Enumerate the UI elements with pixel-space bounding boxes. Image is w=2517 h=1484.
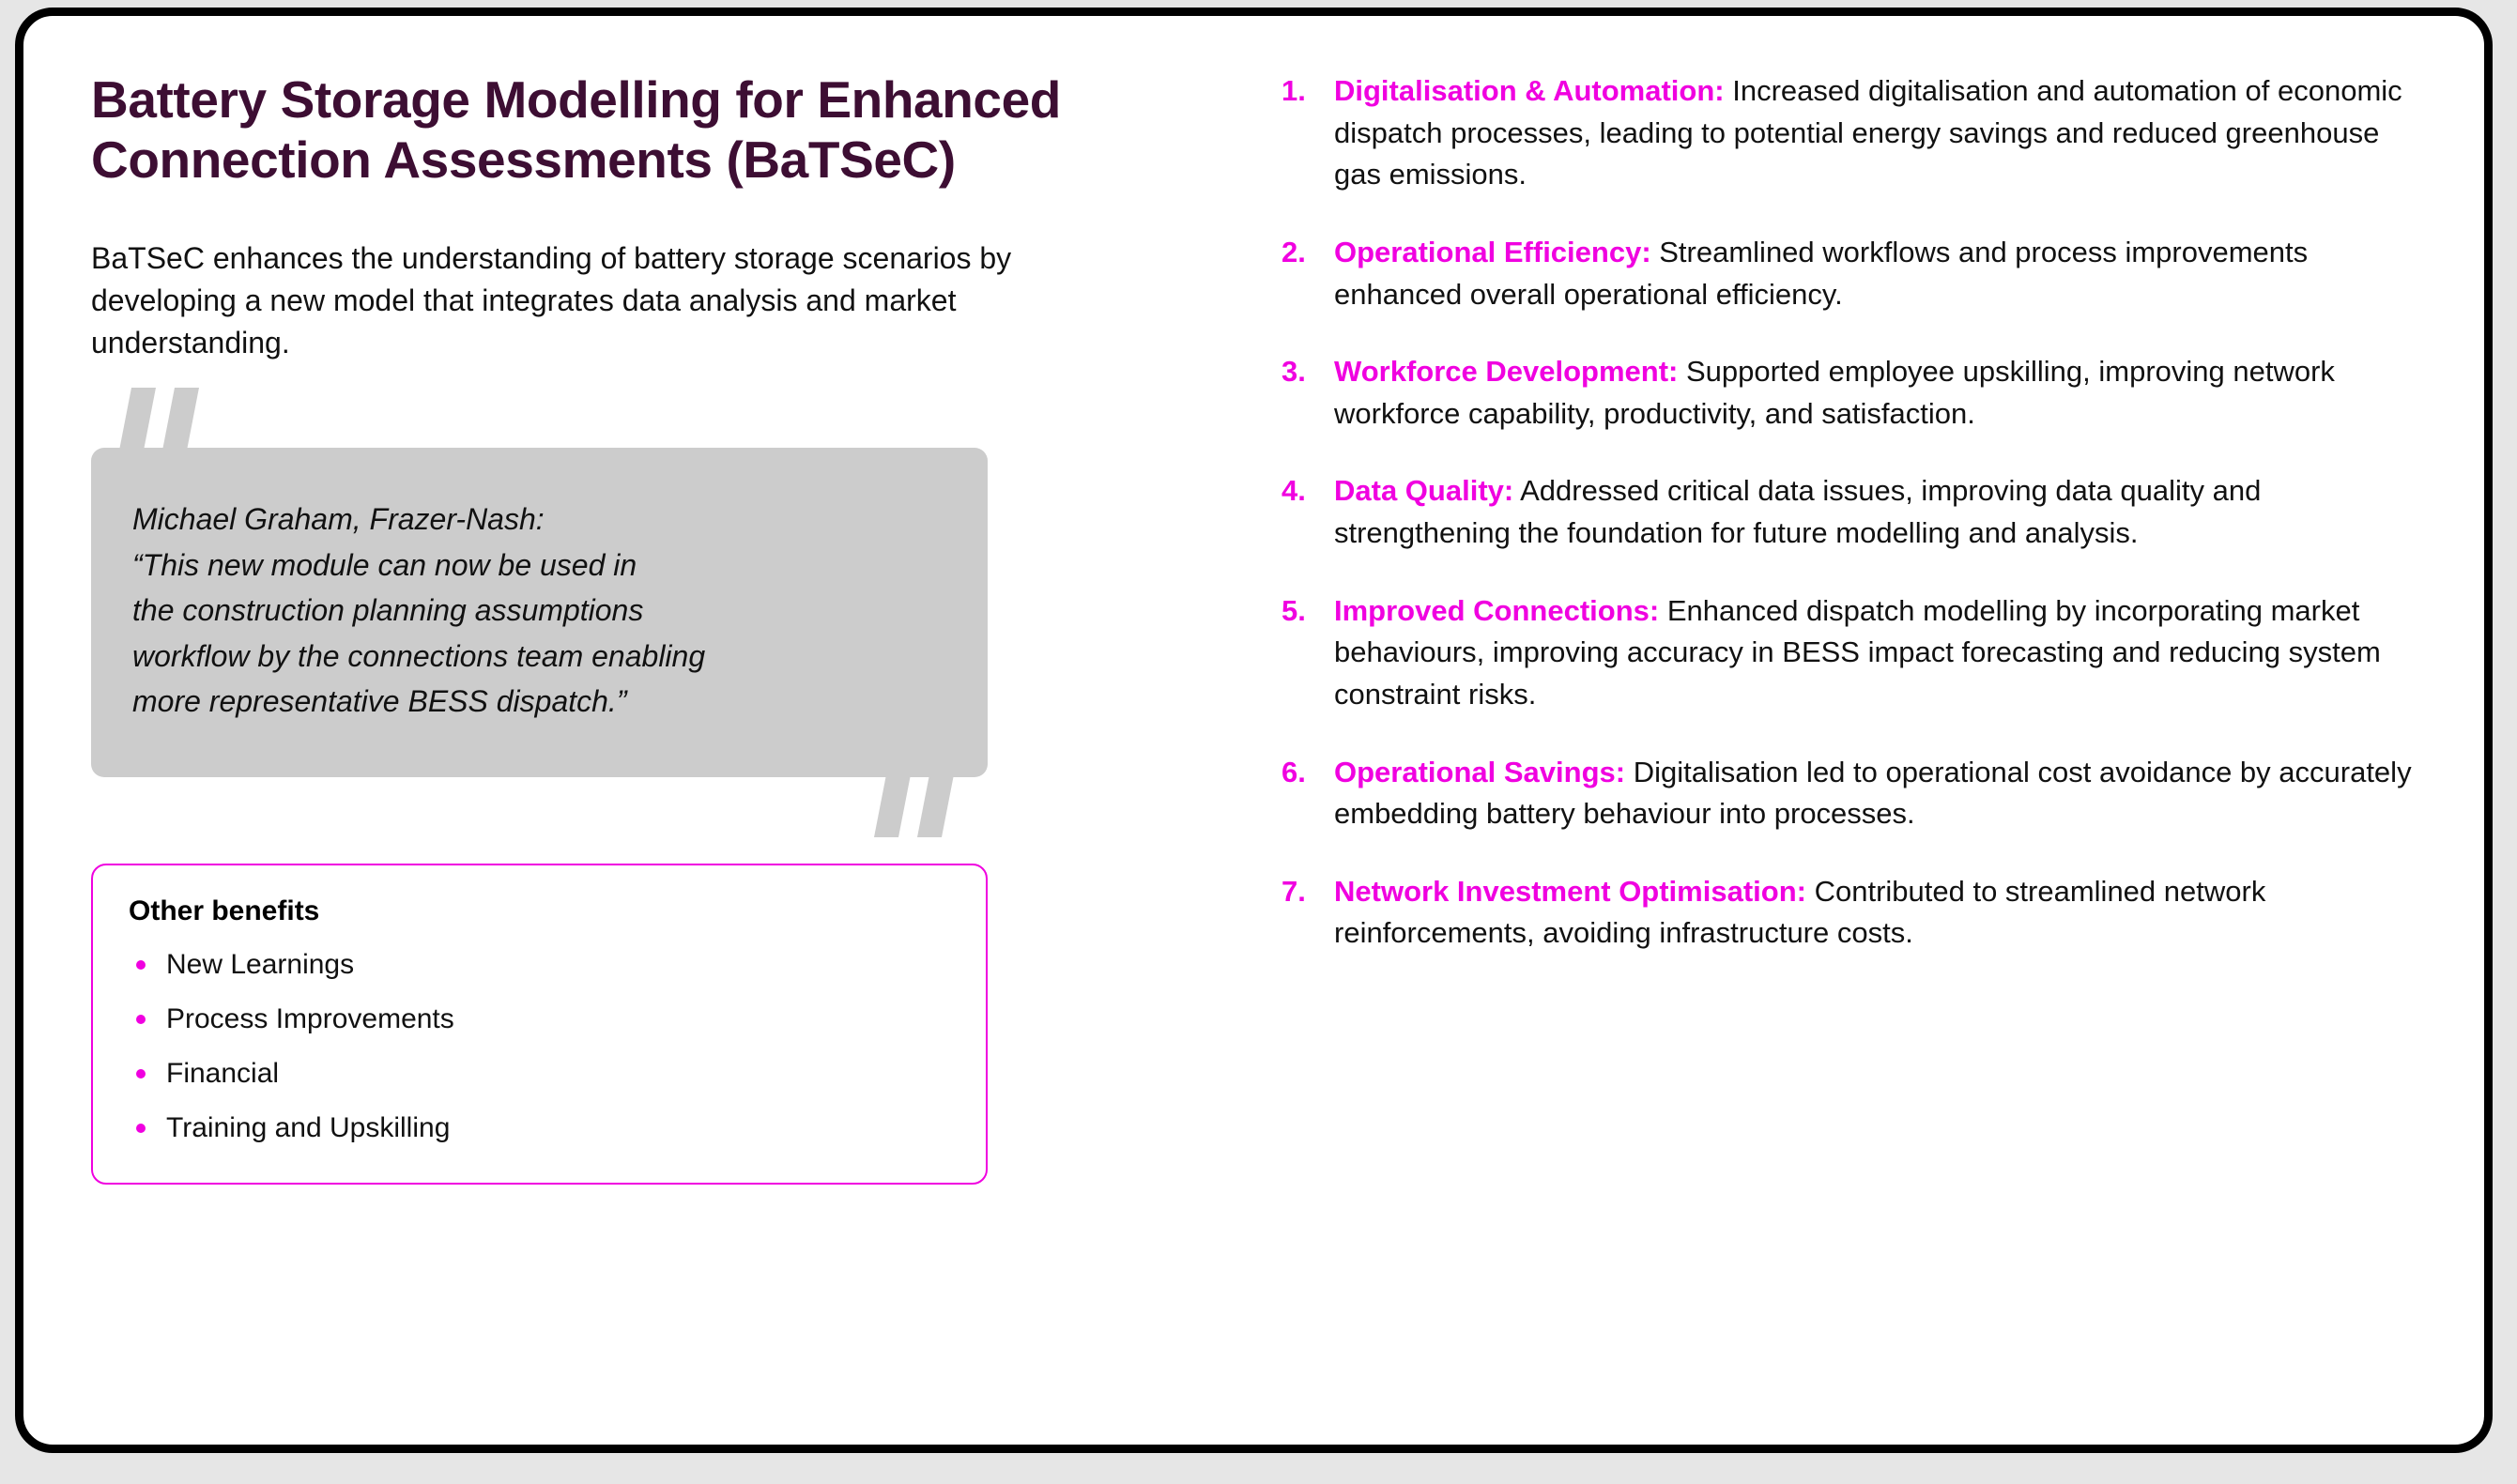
outcome-description: Addressed critical data issues, improvin… [1334,474,2262,549]
outcome-label: Data Quality: [1334,474,1514,508]
outcome-description: Digitalisation led to operational cost a… [1334,755,2412,831]
outcome-description: Supported employee upskilling, improving… [1334,355,2335,430]
outcomes-list: 1. Digitalisation & Automation: Increased… [1282,70,2433,955]
outcome-number: 4. [1282,474,1306,508]
quote-bubble: Michael Graham, Frazer-Nash: “This new m… [91,447,988,778]
list-item: New Learnings [129,948,950,982]
list-item: 1. Digitalisation & Automation: Increased… [1282,70,2433,196]
other-benefits-list: New Learnings Process Improvements Finan… [129,948,950,1145]
quote-text: Michael Graham, Frazer-Nash: “This new m… [132,497,931,725]
list-item: Training and Upskilling [129,1111,950,1145]
outcome-description: Contributed to streamlined network reinf… [1334,874,2266,950]
slide-card: Battery Storage Modelling for Enhanced C… [15,8,2493,1453]
other-benefits-box: Other benefits New Learnings Process Imp… [91,864,988,1186]
outcome-number: 1. [1282,74,1306,107]
list-item: 7. Network Investment Optimisation: Contr… [1282,871,2433,955]
outcome-label: Digitalisation & Automation: [1334,74,1725,107]
quote-attribution: Michael Graham, Frazer-Nash: [132,501,545,536]
outcome-number: 6. [1282,755,1306,788]
list-item: 4. Data Quality: Addressed critical data … [1282,470,2433,554]
page-title: Battery Storage Modelling for Enhanced C… [91,70,1061,189]
outcome-number: 3. [1282,355,1306,389]
outcome-number: 5. [1282,593,1306,627]
testimonial-quote: Michael Graham, Frazer-Nash: “This new m… [91,387,988,838]
list-item: 6. Operational Savings: Digitalisation le… [1282,752,2433,835]
outcome-label: Operational Efficiency: [1334,235,1651,268]
two-column-layout: Battery Storage Modelling for Enhanced C… [23,16,2484,1445]
outcome-label: Network Investment Optimisation: [1334,874,1806,908]
other-benefits-heading: Other benefits [129,895,320,927]
list-item: 2. Operational Efficiency: Streamlined wo… [1282,232,2433,315]
outcome-number: 2. [1282,235,1306,268]
outcome-description: Enhanced dispatch modelling by incorpora… [1334,593,2381,711]
close-quote-mark-icon [874,770,955,838]
list-item: 5. Improved Connections: Enhanced dispatc… [1282,590,2433,716]
outcome-description: Streamlined workflows and process improv… [1334,235,2309,311]
quote-line: workflow by the connections team enablin… [132,638,706,673]
outcome-label: Operational Savings: [1334,755,1626,788]
left-column: Battery Storage Modelling for Enhanced C… [23,16,1244,1186]
outcome-description: Increased digitalisation and automation … [1334,74,2402,191]
quote-line: “This new module can now be used in [132,547,637,582]
open-quote-mark-icon [118,387,199,455]
outcome-number: 7. [1282,874,1306,908]
list-item: 3. Workforce Development: Supported emplo… [1282,351,2433,435]
right-column: 1. Digitalisation & Automation: Increased… [1244,16,2484,955]
list-item: Financial [129,1057,950,1091]
intro-paragraph: BaTSeC enhances the understanding of bat… [91,240,1012,360]
quote-line: more representative BESS dispatch.” [132,684,627,719]
quote-line: the construction planning assumptions [132,593,644,628]
outcome-label: Workforce Development: [1334,355,1679,389]
outcome-label: Improved Connections: [1334,593,1660,627]
list-item: Process Improvements [129,1002,950,1036]
